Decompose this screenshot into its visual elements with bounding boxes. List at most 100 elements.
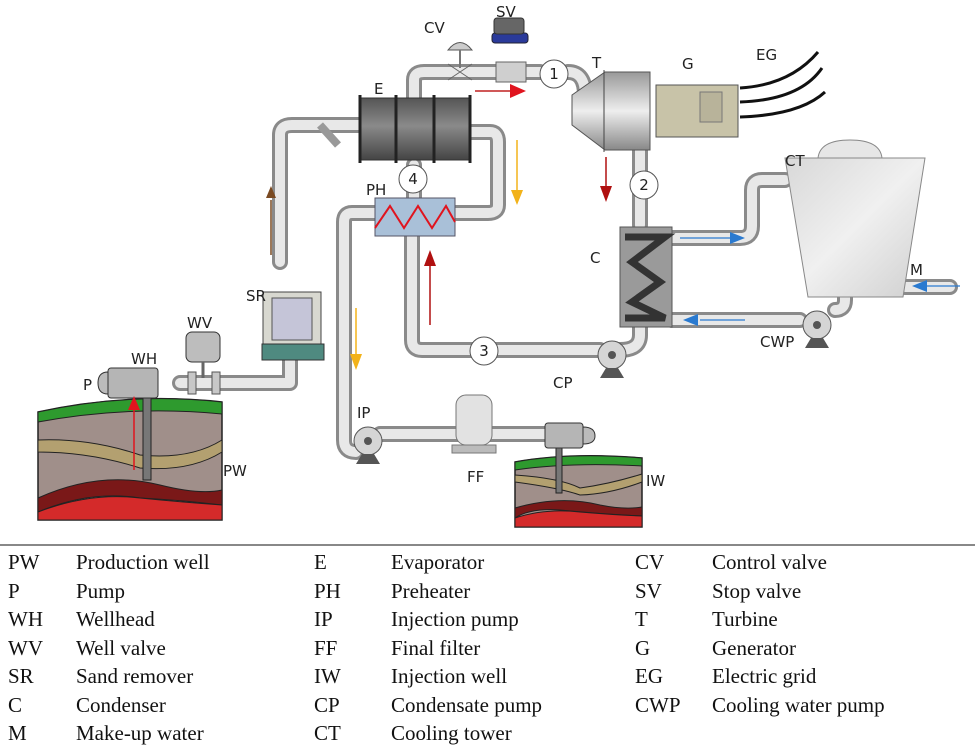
legend-abbr bbox=[635, 719, 712, 748]
makeup-water-arrowhead bbox=[912, 280, 927, 292]
legend-abbr: WV bbox=[8, 635, 43, 660]
preheater bbox=[374, 197, 456, 237]
condensate-pump bbox=[597, 340, 627, 378]
legend-description: Electric grid bbox=[712, 664, 817, 688]
legend-description: Cooling water pump bbox=[712, 692, 885, 717]
generator bbox=[655, 84, 739, 138]
legend-description: Sand remover bbox=[76, 664, 194, 688]
legend-abbr: CWP bbox=[635, 692, 681, 717]
legend-description: Evaporator bbox=[391, 550, 485, 574]
label-wv: WV bbox=[187, 314, 213, 332]
label-ff: FF bbox=[467, 468, 484, 486]
legend-abbr: IP bbox=[314, 607, 333, 631]
label-g: G bbox=[682, 55, 694, 73]
state-point-4: 4 bbox=[398, 164, 428, 194]
legend-description: Production well bbox=[76, 550, 210, 574]
cooling-water-out-arrowhead bbox=[730, 232, 745, 244]
legend-description: Pump bbox=[76, 578, 126, 603]
flow-arrowhead-up-darkred bbox=[424, 250, 436, 266]
legend-abbr: WH bbox=[8, 607, 43, 631]
flow-arrowhead-right-red bbox=[510, 84, 526, 98]
legend-abbr: SV bbox=[635, 578, 662, 603]
legend-description: Well valve bbox=[76, 635, 166, 660]
stop-valve bbox=[491, 17, 529, 83]
legend-abbr: M bbox=[8, 721, 27, 745]
legend-abbr: FF bbox=[314, 635, 338, 660]
label-wh: WH bbox=[131, 350, 157, 368]
state-point-3: 3 bbox=[469, 336, 499, 366]
legend-description: Preheater bbox=[391, 578, 471, 603]
legend-description: Generator bbox=[712, 635, 796, 660]
injection-pump bbox=[353, 426, 383, 464]
final-filter bbox=[451, 394, 497, 454]
legend-description: Final filter bbox=[391, 635, 481, 660]
legend-description: Stop valve bbox=[712, 578, 802, 603]
label-eg: EG bbox=[756, 46, 777, 64]
legend-abbr: IW bbox=[314, 664, 341, 688]
flow-arrowhead-down-orange-2 bbox=[350, 354, 362, 370]
legend-abbr: SR bbox=[8, 664, 34, 688]
legend-abbr: C bbox=[8, 692, 23, 717]
label-pw: PW bbox=[223, 462, 247, 480]
pump-body bbox=[107, 367, 159, 399]
state-point-1: 1 bbox=[539, 59, 569, 89]
legend-description: Cooling tower bbox=[391, 721, 512, 745]
label-sr: SR bbox=[246, 287, 266, 305]
state-point-2: 2 bbox=[629, 170, 659, 200]
sand-remover bbox=[261, 291, 325, 361]
legend-row: P Pump PH Preheater SV Stop valve bbox=[8, 577, 885, 606]
turbine bbox=[571, 70, 651, 152]
label-e: E bbox=[374, 80, 383, 98]
label-cp: CP bbox=[553, 374, 573, 392]
state-point-2-label: 2 bbox=[639, 176, 649, 194]
label-cwp: CWP bbox=[760, 333, 794, 351]
state-point-3-label: 3 bbox=[479, 342, 489, 360]
legend-abbr: E bbox=[314, 550, 327, 574]
state-point-4-label: 4 bbox=[408, 170, 418, 188]
legend-description: Injection pump bbox=[391, 607, 519, 631]
label-c: C bbox=[590, 249, 600, 267]
label-sv: SV bbox=[496, 3, 517, 21]
control-valve bbox=[446, 42, 474, 81]
label-cv: CV bbox=[424, 19, 445, 37]
electric-grid-cables bbox=[739, 51, 827, 119]
cooling-water-pump bbox=[802, 310, 832, 348]
well-valve bbox=[185, 331, 221, 363]
legend-abbr: T bbox=[635, 607, 648, 631]
flow-arrowhead-down-orange-1 bbox=[511, 190, 523, 205]
legend-abbr: PW bbox=[8, 550, 40, 574]
legend-row: WV Well valve FF Final filter G Generator bbox=[8, 634, 885, 663]
geothermal-orc-diagram: 1 2 3 4 CV SV T G EG E PH CT C M CWP CP … bbox=[37, 3, 960, 528]
injection-well bbox=[514, 422, 643, 528]
legend-description: Wellhead bbox=[76, 607, 155, 631]
legend-abbr: EG bbox=[635, 664, 663, 688]
legend-abbr: G bbox=[635, 635, 651, 660]
legend-abbr: PH bbox=[314, 578, 341, 603]
label-p: P bbox=[83, 376, 92, 394]
label-iw: IW bbox=[646, 472, 665, 490]
legend-description: Condensate pump bbox=[391, 692, 543, 717]
label-ct: CT bbox=[785, 152, 805, 170]
legend-abbr: CT bbox=[314, 721, 341, 745]
cooling-tower bbox=[784, 139, 926, 298]
flow-arrowhead-up-brown bbox=[266, 186, 276, 198]
legend-abbr: P bbox=[8, 578, 20, 603]
label-t: T bbox=[591, 54, 602, 72]
cooling-water-in-arrowhead bbox=[683, 314, 698, 326]
flow-arrowhead-down-darkred bbox=[600, 186, 612, 202]
legend-row: SR Sand remover IW Injection well EG Electric… bbox=[8, 662, 885, 691]
legend-description: Injection well bbox=[391, 664, 508, 688]
label-ph: PH bbox=[366, 181, 386, 199]
evaporator bbox=[317, 95, 472, 163]
state-point-1-label: 1 bbox=[549, 65, 559, 83]
production-well bbox=[37, 331, 223, 521]
condenser bbox=[619, 226, 676, 328]
label-ip: IP bbox=[357, 404, 370, 422]
legend-description: Condenser bbox=[76, 692, 166, 717]
legend-description: Control valve bbox=[712, 550, 827, 574]
